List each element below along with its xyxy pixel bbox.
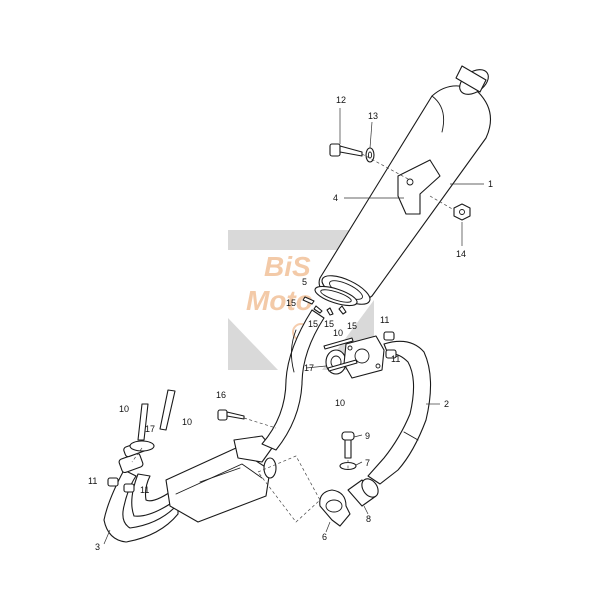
- collector-box: [165, 435, 277, 523]
- screws-15: [302, 296, 347, 316]
- mid-pipe-2: [367, 340, 432, 485]
- bolt-12: [329, 143, 363, 157]
- link-pipe: [261, 309, 325, 451]
- callout-16: 16: [216, 390, 226, 400]
- callout-15-a: 15: [286, 298, 296, 308]
- nuts-11: [107, 331, 397, 493]
- callout-15-d: 15: [347, 321, 357, 331]
- callout-12: 12: [336, 95, 346, 105]
- callout-6: 6: [322, 532, 327, 542]
- callout-11-lower: 11: [140, 485, 149, 495]
- clamp-6: [319, 489, 351, 527]
- callout-5: 5: [302, 277, 307, 287]
- callout-4: 4: [333, 193, 338, 203]
- gasket-5: [314, 285, 358, 307]
- watermark-line-2: Moto: [246, 285, 313, 316]
- muffler-bracket: [397, 159, 441, 215]
- callout-2: 2: [444, 399, 449, 409]
- callout-17-right: 17: [304, 363, 314, 373]
- callout-11-upper: 11: [380, 315, 389, 325]
- bolt-9: [341, 431, 355, 459]
- callout-8: 8: [366, 514, 371, 524]
- callout-15-c: 15: [324, 319, 334, 329]
- callout-10-lower: 10: [335, 398, 345, 408]
- assembly-guides: [131, 153, 455, 523]
- callout-10-upper: 10: [333, 328, 343, 338]
- callout-10-mid: 10: [182, 417, 192, 427]
- gasket-17-left: [129, 440, 155, 452]
- callout-11-mid: 11: [391, 354, 400, 364]
- callout-9: 9: [365, 431, 370, 441]
- callout-11-left: 11: [88, 476, 97, 486]
- leader-lines: [103, 108, 484, 545]
- callout-10-left: 10: [119, 404, 129, 414]
- callout-13: 13: [368, 111, 378, 121]
- studs-10-right: [323, 337, 358, 372]
- callout-7: 7: [365, 458, 370, 468]
- callout-14: 14: [456, 249, 466, 259]
- callout-17-left: 17: [145, 424, 155, 434]
- callout-3: 3: [95, 542, 100, 552]
- watermark-bar: [228, 230, 374, 250]
- callout-1: 1: [488, 179, 493, 189]
- callout-15-b: 15: [308, 319, 318, 329]
- watermark-triangle-left: [228, 318, 278, 370]
- nut-14: [453, 203, 471, 221]
- studs-10-left: [137, 389, 176, 441]
- bolt-16: [217, 409, 245, 421]
- watermark-line-1: BiS: [264, 251, 311, 282]
- callouts: 1 2 3 4 5 6 7 8 9 10 10 10 10 11 11 11 1…: [88, 95, 493, 552]
- sleeve-8: [347, 478, 379, 507]
